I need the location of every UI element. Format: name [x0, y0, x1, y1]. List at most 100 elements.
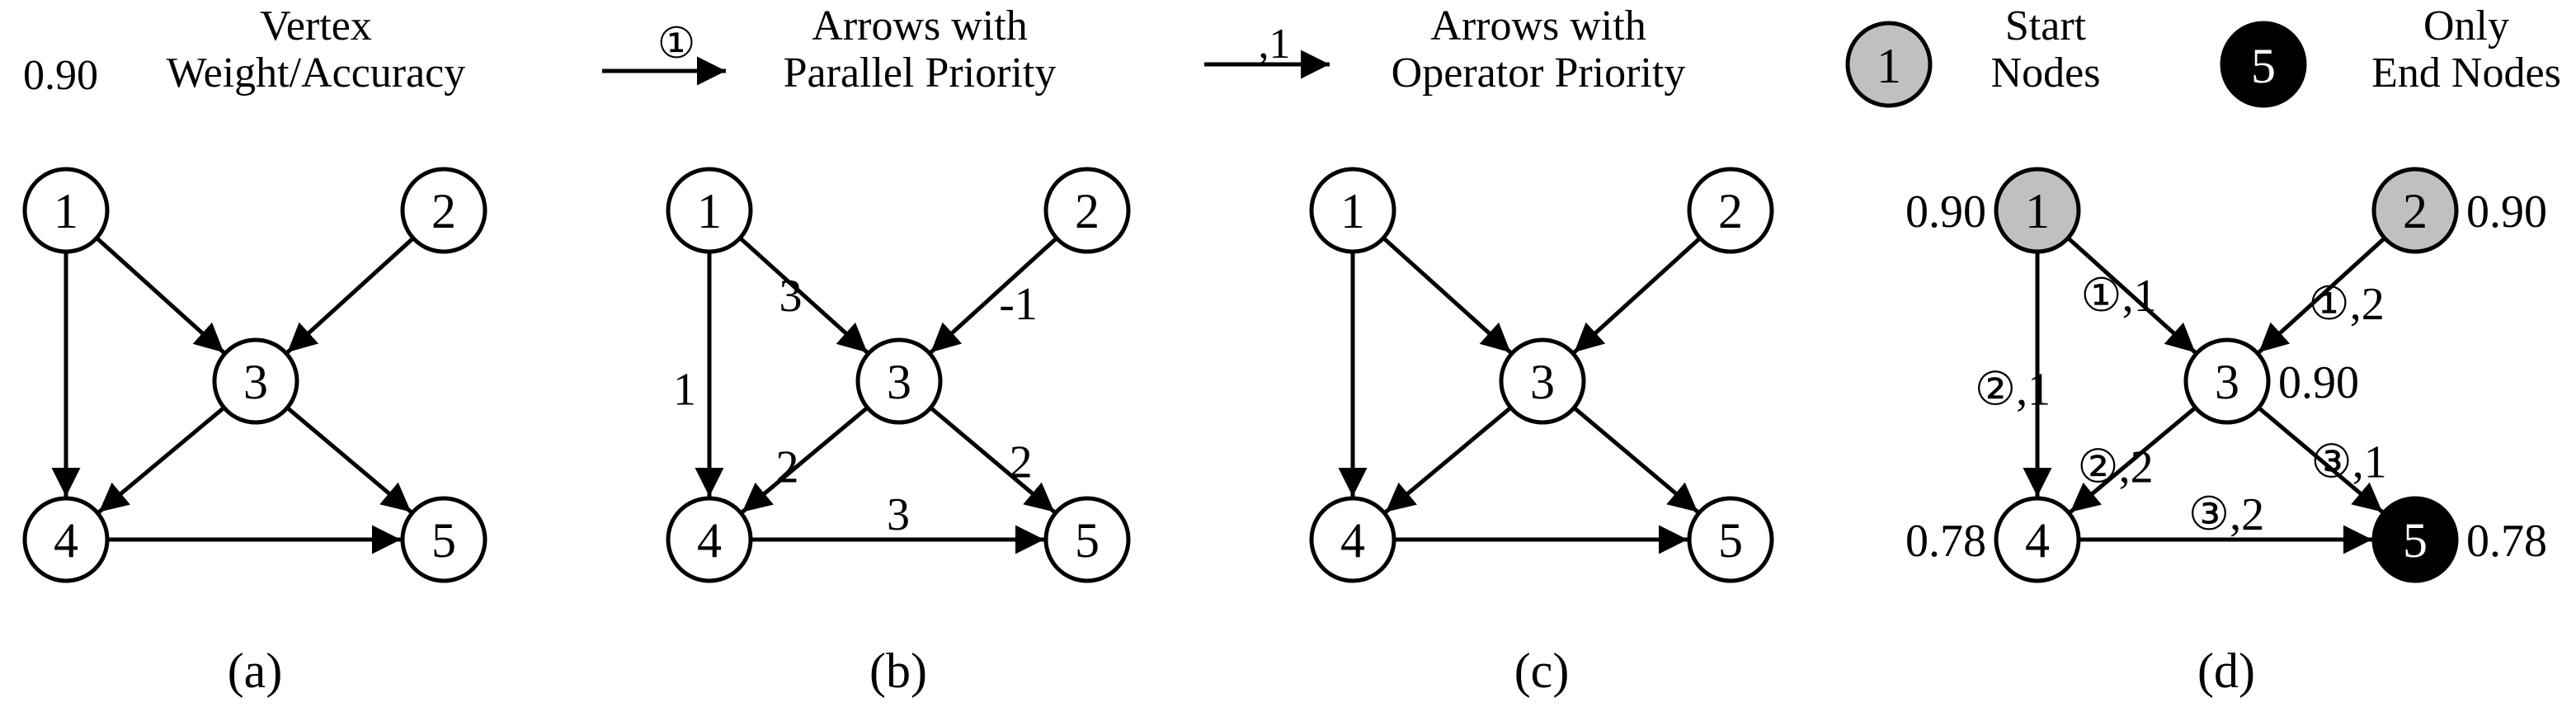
legend-start-line2: Nodes: [1991, 50, 2101, 97]
legend-vertex-line2: Weight/Accuracy: [167, 50, 466, 97]
panel-caption: (b): [869, 644, 927, 698]
edge-1-3: [738, 236, 869, 355]
node-weight-2: 0.90: [2466, 186, 2547, 238]
node-label-1: 1: [1340, 184, 1365, 238]
legend-parallel-line2: Parallel Priority: [784, 50, 1057, 97]
node-label-3: 3: [887, 355, 911, 409]
node-weight-3: 0.90: [2278, 357, 2359, 408]
node-weight-5: 0.78: [2466, 516, 2547, 567]
edge-2-3: [285, 236, 415, 354]
panel-caption: (c): [1514, 644, 1570, 698]
node-2: [1687, 167, 1774, 254]
node-2: [1043, 167, 1131, 254]
node-2: [400, 167, 487, 254]
legend-end-num: 5: [2251, 39, 2276, 93]
node-4: [666, 496, 753, 583]
edge-label-1-3: ①,1: [2080, 271, 2156, 322]
edge-label-3-4: ②,2: [2077, 441, 2153, 493]
edge-3-5: [285, 406, 412, 514]
node-3: [855, 337, 943, 425]
edge-2-3: [929, 236, 1058, 354]
edge-label-2-3: -1: [999, 279, 1038, 330]
graphs: 1 2 3 4 5 (a) 3 -1 1 2 2 3 1 2 3 4 5 (b) 1 2 3 4 5 (c) ①,1 ①,2 ②,1…: [22, 167, 2547, 698]
edge-1-3: [95, 236, 226, 355]
node-4: [1309, 496, 1396, 583]
legend-operator-line2: Operator Priority: [1392, 50, 1686, 97]
edge-3-4: [97, 406, 226, 514]
edge-1-3: [1382, 236, 1513, 355]
node-5: [1043, 496, 1131, 583]
edge-label-4-5: ③,2: [2188, 489, 2264, 540]
legend-operator-line1: Arrows with: [1430, 2, 1646, 50]
node-4: [22, 496, 110, 583]
node-label-1: 1: [54, 184, 78, 238]
node-label-3: 3: [1530, 355, 1555, 409]
legend-end-line1: Only: [2423, 2, 2509, 50]
node-label-4: 4: [697, 513, 722, 568]
edge-label-1-4: 1: [673, 364, 696, 415]
node-2: [2371, 167, 2459, 254]
node-label-4: 4: [54, 513, 78, 568]
edge-2-3: [1572, 236, 1702, 354]
edge-label-1-4: ②,1: [1975, 364, 2051, 415]
legend-start-node: [1845, 21, 1933, 108]
legend-vertex-line1: Vertex: [260, 2, 372, 50]
node-label-2: 2: [2403, 184, 2428, 238]
edge-1-3: [2066, 236, 2197, 355]
node-1: [1309, 167, 1396, 254]
node-label-2: 2: [1718, 184, 1743, 238]
node-1: [22, 167, 110, 254]
panel-caption: (a): [228, 644, 283, 698]
legend-start-line1: Start: [2005, 2, 2087, 50]
edge-3-4: [741, 406, 869, 514]
legend-parallel-line1: Arrows with: [812, 2, 1027, 50]
edge-label-1-3: 3: [779, 271, 803, 322]
node-weight-4: 0.78: [1905, 516, 1986, 567]
panel-b: 3 -1 1 2 2 3 1 2 3 4 5 (b): [666, 167, 1131, 698]
node-label-3: 3: [243, 355, 268, 409]
node-label-2: 2: [431, 184, 456, 238]
edge-3-5: [929, 406, 1056, 514]
legend-operator-marker: ,1: [1259, 21, 1291, 68]
node-1: [1994, 167, 2081, 254]
legend-end-node: [2220, 21, 2307, 108]
node-weight-1: 0.90: [1905, 186, 1986, 238]
edge-3-4: [2069, 406, 2197, 514]
node-label-5: 5: [431, 513, 456, 568]
edge-3-4: [1384, 406, 1513, 514]
edge-2-3: [2257, 236, 2386, 354]
edge-label-2-3: ①,2: [2308, 279, 2384, 330]
node-1: [666, 167, 753, 254]
panel-a: 1 2 3 4 5 (a): [22, 167, 487, 698]
node-label-1: 1: [2025, 184, 2050, 238]
edge-label-3-4: 2: [776, 441, 799, 493]
node-5: [400, 496, 487, 583]
node-label-5: 5: [1718, 513, 1743, 568]
node-3: [212, 337, 299, 425]
node-label-5: 5: [1075, 513, 1100, 568]
node-label-2: 2: [1075, 184, 1100, 238]
legend-start-num: 1: [1877, 39, 1901, 93]
legend-parallel-marker: ①: [657, 21, 696, 68]
node-3: [2183, 337, 2271, 425]
legend-end-line2: End Nodes: [2371, 50, 2561, 97]
node-label-4: 4: [2025, 513, 2050, 568]
panel-caption: (d): [2197, 644, 2255, 698]
node-label-3: 3: [2215, 355, 2239, 409]
node-label-1: 1: [697, 184, 722, 238]
edge-label-3-5: 2: [1010, 436, 1033, 488]
node-5: [2371, 496, 2459, 583]
edge-3-5: [2257, 406, 2384, 514]
edge-3-5: [1572, 406, 1699, 514]
edge-label-4-5: 3: [887, 489, 910, 540]
node-label-5: 5: [2403, 513, 2428, 568]
legend-vertex-value: 0.90: [23, 52, 98, 99]
legend: 0.90 Vertex Weight/Accuracy ① Arrows wit…: [23, 2, 2561, 108]
node-4: [1994, 496, 2081, 583]
node-5: [1687, 496, 1774, 583]
node-3: [1499, 337, 1586, 425]
node-label-4: 4: [1340, 513, 1365, 568]
panel-c: 1 2 3 4 5 (c): [1309, 167, 1774, 698]
